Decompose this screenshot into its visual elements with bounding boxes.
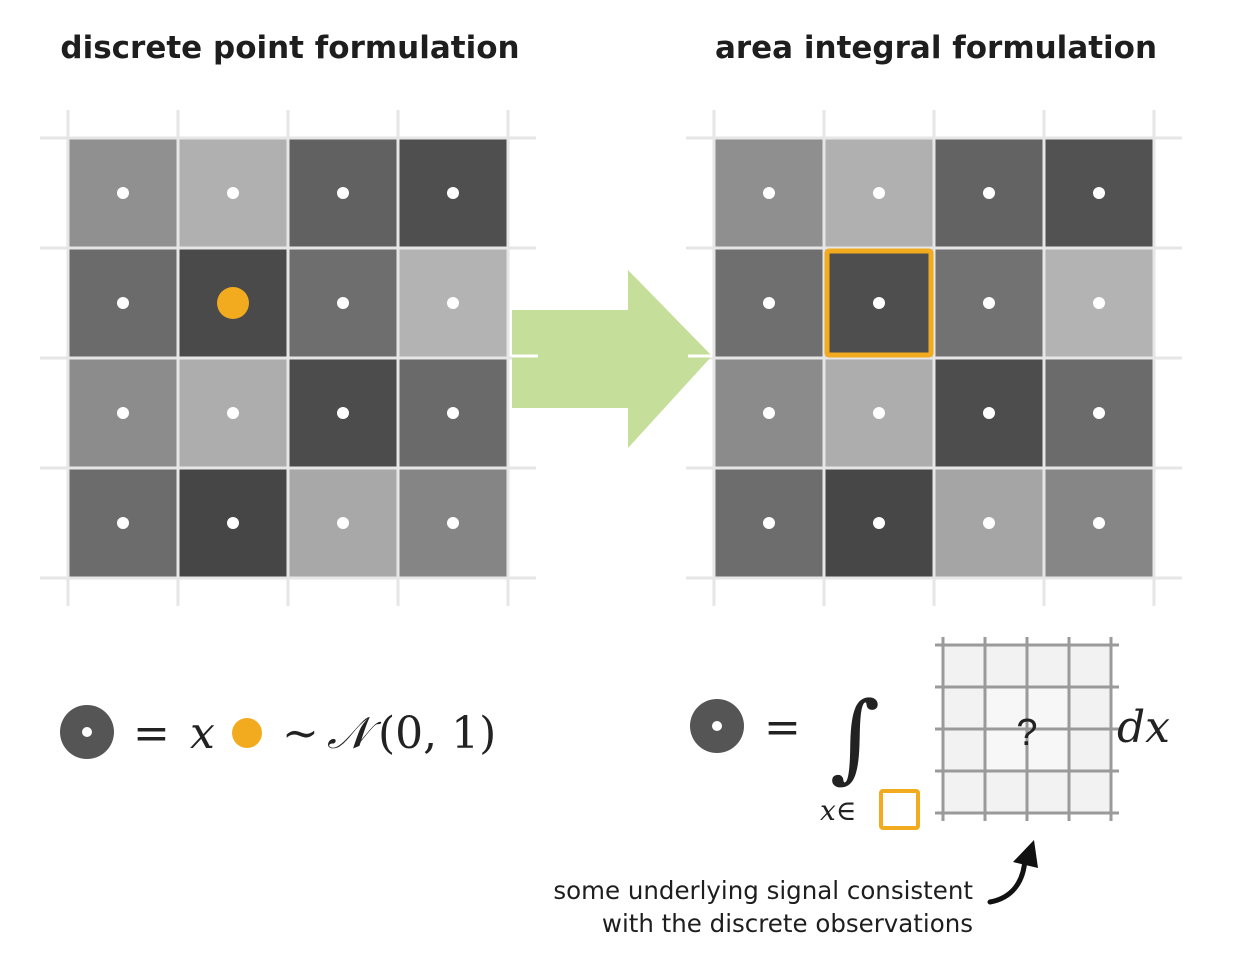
- right-title: area integral formulation: [714, 30, 1158, 66]
- sample-point-marker: [217, 287, 249, 319]
- underlying-signal-grid: ?: [935, 637, 1119, 821]
- curved-pointer-arrow-icon: [987, 840, 1038, 905]
- normal-distribution-symbol: 𝒩: [327, 708, 382, 759]
- sample-dot: [337, 187, 349, 199]
- sample-dot: [873, 407, 885, 419]
- sample-dot: [227, 517, 239, 529]
- right-grid: [715, 139, 1153, 577]
- left-grid-lines: [40, 110, 536, 606]
- tilde-symbol: ~: [282, 708, 319, 759]
- sample-dot: [873, 517, 885, 529]
- observation-dot: [82, 727, 92, 737]
- sample-dot: [117, 297, 129, 309]
- sample-dot: [873, 187, 885, 199]
- sample-dot: [763, 187, 775, 199]
- left-variable: x: [190, 708, 215, 759]
- caption-line-1: some underlying signal consistent: [553, 876, 973, 905]
- observation-dot: [712, 721, 722, 731]
- sample-dot: [117, 517, 129, 529]
- sample-dot: [447, 297, 459, 309]
- integral-symbol: ∫: [830, 681, 880, 793]
- sample-dot: [337, 517, 349, 529]
- sample-dot: [117, 407, 129, 419]
- right-equation: = ∫ x∈ ? dx: [690, 637, 1170, 830]
- integration-area-icon: [879, 789, 920, 830]
- left-grid: [69, 139, 507, 577]
- sample-dot: [337, 297, 349, 309]
- sample-dot: [1093, 407, 1105, 419]
- integration-area-highlight: [824, 248, 934, 358]
- signal-caption: some underlying signal consistent with t…: [553, 874, 973, 940]
- sample-point-icon: [232, 718, 262, 748]
- distribution-params: (0, 1): [378, 708, 496, 759]
- sample-dot: [1093, 297, 1105, 309]
- sample-dot: [447, 407, 459, 419]
- unknown-signal-symbol: ?: [1016, 712, 1037, 754]
- left-title: discrete point formulation: [60, 30, 520, 66]
- right-equals: =: [764, 702, 801, 753]
- left-equals: =: [133, 708, 170, 759]
- sample-dot: [1093, 517, 1105, 529]
- sample-dot: [227, 407, 239, 419]
- caption-line-2: with the discrete observations: [601, 909, 973, 938]
- right-grid-lines: [686, 110, 1182, 606]
- sample-dot: [117, 187, 129, 199]
- sample-dot: [227, 187, 239, 199]
- left-equation: = x ~ 𝒩 (0, 1): [60, 705, 496, 759]
- sample-dot: [983, 187, 995, 199]
- sample-dot: [447, 517, 459, 529]
- sample-dot: [983, 517, 995, 529]
- sample-dot: [873, 297, 885, 309]
- sample-dot: [983, 297, 995, 309]
- transition-arrow: [512, 270, 712, 448]
- sample-dot: [763, 407, 775, 419]
- sample-dot: [983, 407, 995, 419]
- sample-dot: [1093, 187, 1105, 199]
- differential: dx: [1117, 702, 1170, 753]
- integral-subscript: x∈: [820, 794, 857, 827]
- sample-dot: [337, 407, 349, 419]
- sample-dot: [763, 517, 775, 529]
- sample-dot: [763, 297, 775, 309]
- sample-dot: [447, 187, 459, 199]
